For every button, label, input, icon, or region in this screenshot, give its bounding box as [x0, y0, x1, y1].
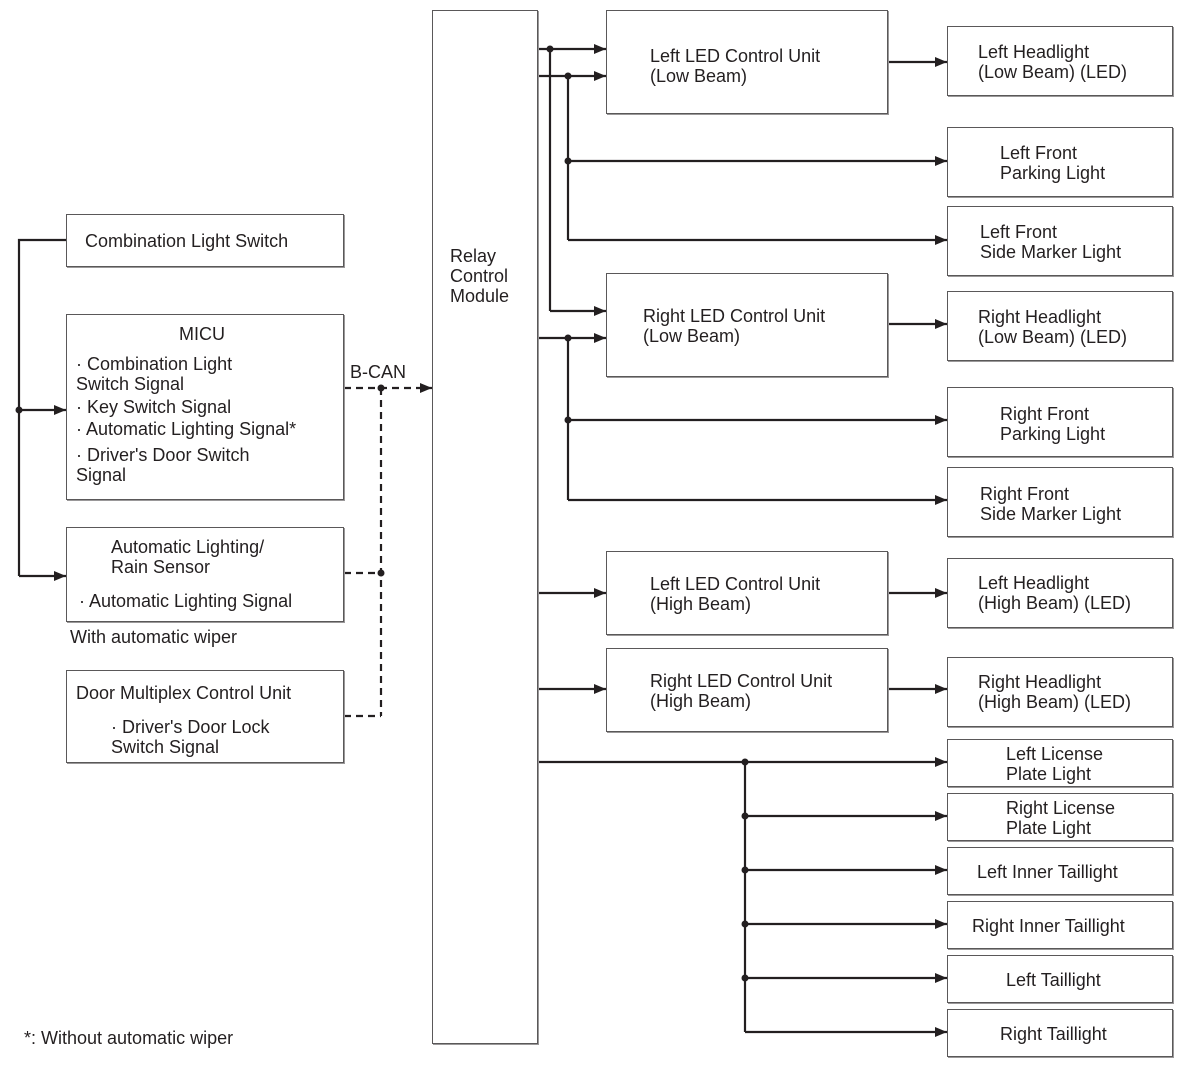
left-led-control-unit-low-box: Left LED Control Unit (Low Beam) [606, 10, 888, 114]
right-headlight-high-box: Right Headlight (High Beam) (LED) [947, 657, 1173, 727]
relay-control-module-box: Relay Control Module [432, 10, 538, 1044]
junction-dot [546, 45, 554, 53]
left-headlight-high-label: Left Headlight (High Beam) (LED) [978, 573, 1132, 613]
trunk-a-line [538, 47, 552, 311]
right-license-plate-box: Right License Plate Light [947, 793, 1173, 841]
left-front-side-marker-label: Left Front Side Marker Light [980, 222, 1122, 262]
micu-signal-automatic-lighting: · Automatic Lighting Signal* [76, 419, 297, 439]
relay-control-module-label: Relay Control Module [450, 246, 510, 306]
right-headlight-low-box: Right Headlight (Low Beam) (LED) [947, 291, 1173, 361]
right-led-control-unit-low-label: Right LED Control Unit (Low Beam) [643, 306, 826, 346]
trunk-b-line [538, 74, 570, 240]
left-front-parking-box: Left Front Parking Light [947, 127, 1173, 197]
right-led-control-unit-low-box: Right LED Control Unit (Low Beam) [606, 273, 888, 377]
junction-dot [741, 920, 749, 928]
door-multiplex-box: Door Multiplex Control Unit · Driver's D… [66, 670, 344, 763]
trunk-d-line [538, 760, 747, 1032]
left-headlight-high-box: Left Headlight (High Beam) (LED) [947, 558, 1173, 628]
right-front-side-marker-label: Right Front Side Marker Light [980, 484, 1122, 524]
combination-light-switch-box: Combination Light Switch [66, 214, 344, 267]
right-inner-taillight-label: Right Inner Taillight [972, 916, 1125, 936]
right-taillight-label: Right Taillight [1000, 1024, 1107, 1044]
right-headlight-high-label: Right Headlight (High Beam) (LED) [978, 672, 1132, 712]
left-led-control-unit-high-box: Left LED Control Unit (High Beam) [606, 551, 888, 635]
right-led-control-unit-high-label: Right LED Control Unit (High Beam) [650, 671, 833, 711]
junction-dot [741, 866, 749, 874]
combination-light-switch-label: Combination Light Switch [85, 231, 289, 251]
micu-signal-drivers-door: · Driver's Door Switch Signal [76, 445, 250, 485]
door-multiplex-signal: · Driver's Door Lock Switch Signal [111, 717, 270, 757]
left-led-control-unit-low-label: Left LED Control Unit (Low Beam) [650, 46, 821, 86]
left-license-plate-box: Left License Plate Light [947, 739, 1173, 787]
micu-signal-key-switch: · Key Switch Signal [76, 397, 232, 417]
left-front-parking-label: Left Front Parking Light [1000, 143, 1106, 183]
right-front-parking-label: Right Front Parking Light [1000, 404, 1106, 444]
left-taillight-box: Left Taillight [947, 955, 1173, 1003]
left-front-side-marker-box: Left Front Side Marker Light [947, 206, 1173, 276]
left-headlight-low-label: Left Headlight (Low Beam) (LED) [978, 42, 1128, 82]
junction-dot [564, 157, 572, 165]
micu-signal-combination-light: · Combination Light Switch Signal [76, 354, 233, 394]
junction-dot [741, 812, 749, 820]
footnote: *: Without automatic wiper [24, 1028, 234, 1048]
right-front-side-marker-box: Right Front Side Marker Light [947, 467, 1173, 537]
left-license-plate-label: Left License Plate Light [1006, 744, 1104, 784]
rain-sensor-title: Automatic Lighting/ Rain Sensor [111, 537, 265, 577]
left-inner-taillight-box: Left Inner Taillight [947, 847, 1173, 895]
rain-sensor-signal: · Automatic Lighting Signal [79, 591, 293, 611]
junction-dot [15, 406, 23, 414]
right-inner-taillight-box: Right Inner Taillight [947, 901, 1173, 949]
left-taillight-label: Left Taillight [1006, 970, 1101, 990]
right-led-control-unit-high-box: Right LED Control Unit (High Beam) [606, 648, 888, 732]
right-front-parking-box: Right Front Parking Light [947, 387, 1173, 457]
right-headlight-low-label: Right Headlight (Low Beam) (LED) [978, 307, 1128, 347]
junction-dot [564, 72, 572, 80]
bcan-label: B-CAN [350, 362, 407, 382]
junction-dot [741, 758, 749, 766]
left-headlight-low-box: Left Headlight (Low Beam) (LED) [947, 26, 1173, 96]
micu-title: MICU [179, 324, 225, 344]
trunk-c-line [538, 336, 570, 500]
rain-sensor-box: Automatic Lighting/ Rain Sensor · Automa… [66, 527, 344, 622]
junction-dot [564, 334, 572, 342]
junction-dot [377, 384, 385, 392]
micu-box: MICU · Combination Light Switch Signal ·… [66, 314, 344, 500]
junction-dot [741, 974, 749, 982]
left-inner-taillight-label: Left Inner Taillight [977, 862, 1118, 882]
junction-dot [377, 569, 385, 577]
left-led-control-unit-high-label: Left LED Control Unit (High Beam) [650, 574, 821, 614]
rain-sensor-note: With automatic wiper [70, 627, 238, 647]
door-multiplex-title: Door Multiplex Control Unit [76, 683, 292, 703]
right-license-plate-label: Right License Plate Light [1006, 798, 1116, 838]
input-bracket-line [17, 238, 66, 576]
junction-dot [564, 416, 572, 424]
right-taillight-box: Right Taillight [947, 1009, 1173, 1057]
